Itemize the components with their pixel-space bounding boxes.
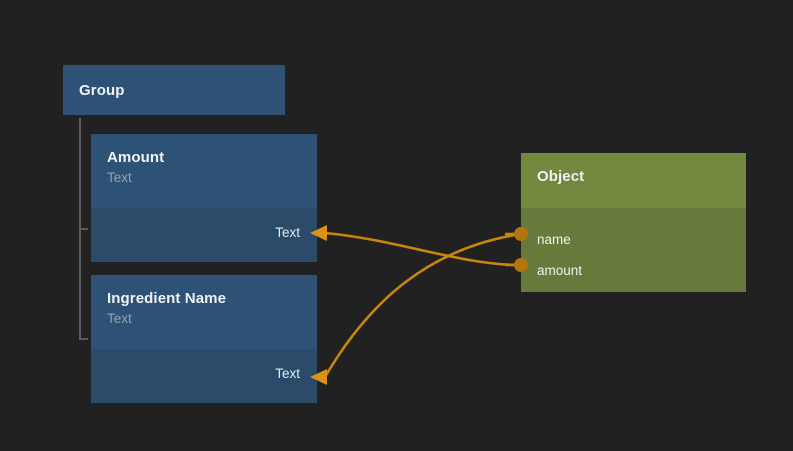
node-object-field-name[interactable]: name — [537, 232, 571, 248]
node-ingredient-name-port-text[interactable]: Text — [275, 366, 300, 382]
group-node-title: Group — [79, 83, 125, 98]
node-amount-port-text[interactable]: Text — [275, 225, 300, 241]
node-amount-title: Amount — [107, 148, 301, 167]
node-object-title: Object — [537, 167, 730, 186]
node-object-header[interactable]: Object — [521, 153, 746, 208]
node-ingredient-name-subtitle: Text — [107, 309, 301, 328]
node-object[interactable]: Object name amount — [521, 153, 746, 292]
node-object-body[interactable]: name amount — [521, 208, 746, 292]
group-bracket-tick-amount — [79, 228, 88, 230]
node-amount[interactable]: Amount Text Text — [91, 134, 317, 262]
wire-amount-to-amount-port[interactable] — [325, 233, 521, 265]
wire-name-to-ingredient-name-port[interactable] — [325, 234, 521, 377]
node-ingredient-name-title: Ingredient Name — [107, 289, 301, 308]
node-object-field-amount[interactable]: amount — [537, 263, 582, 279]
group-bracket-tick-ingredient-name — [79, 338, 88, 340]
node-amount-subtitle: Text — [107, 168, 301, 187]
group-node-header[interactable]: Group — [63, 65, 285, 115]
node-amount-header[interactable]: Amount Text — [91, 134, 317, 208]
node-ingredient-name[interactable]: Ingredient Name Text Text — [91, 275, 317, 403]
node-ingredient-name-body[interactable]: Text — [91, 349, 317, 403]
node-ingredient-name-header[interactable]: Ingredient Name Text — [91, 275, 317, 349]
node-amount-body[interactable]: Text — [91, 208, 317, 262]
